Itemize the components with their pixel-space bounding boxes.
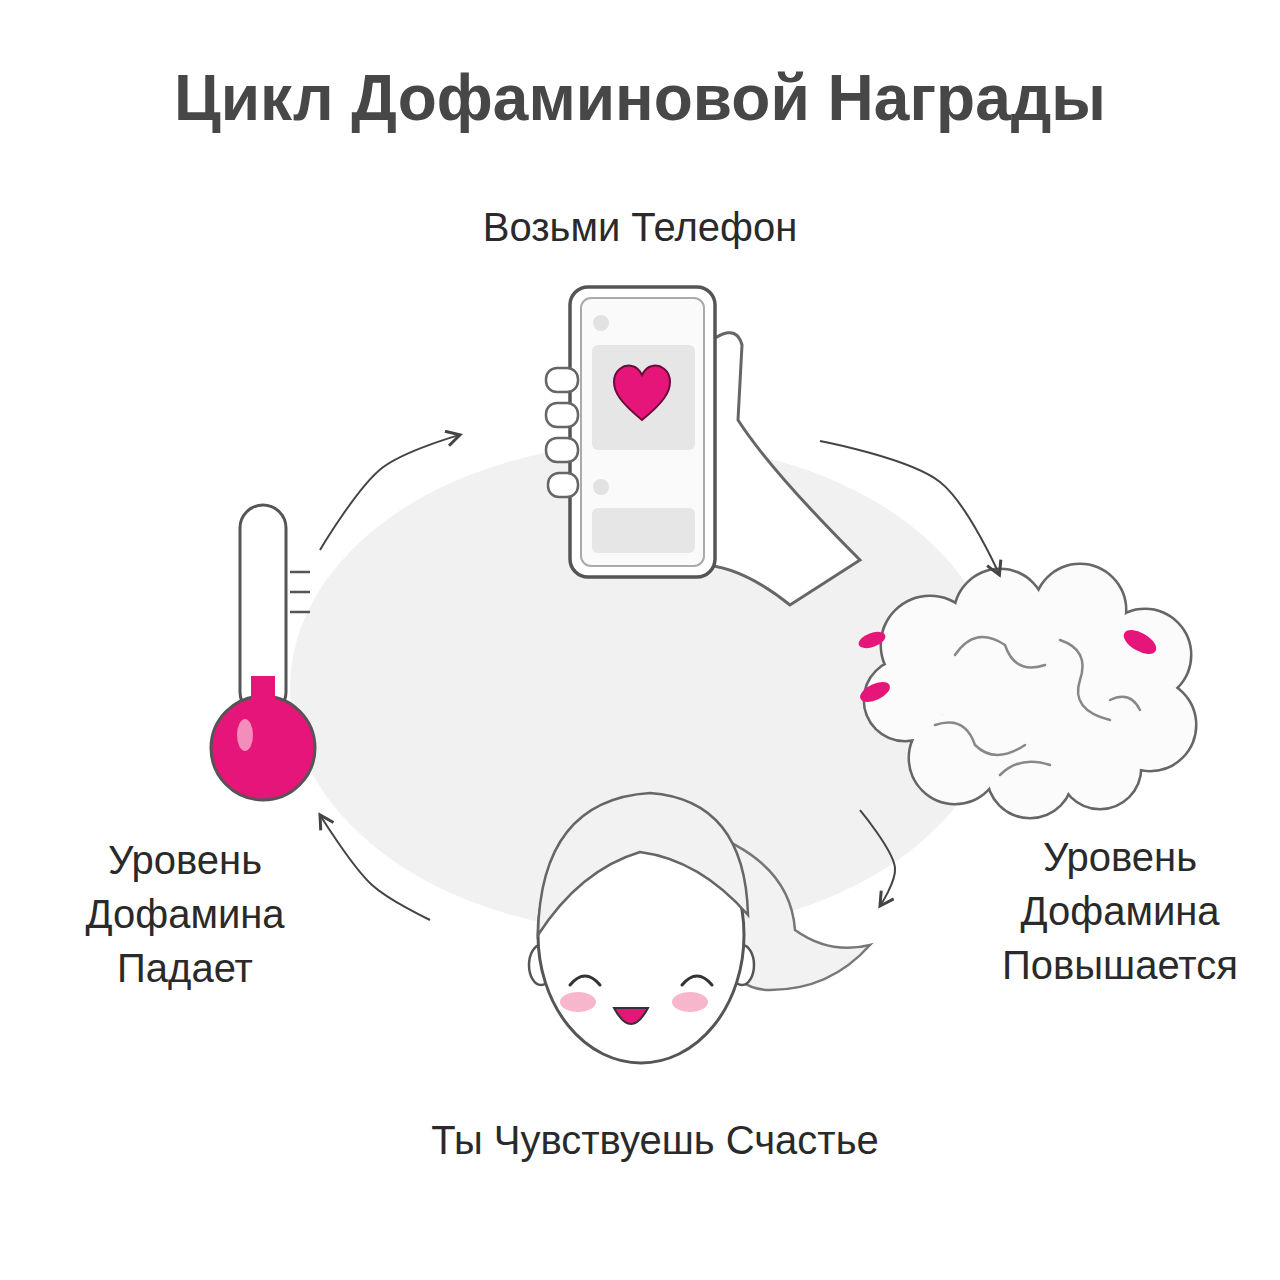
face-illustration xyxy=(529,793,870,1063)
cycle-arrow xyxy=(320,435,460,550)
eyes xyxy=(570,976,712,985)
finger xyxy=(546,368,578,392)
hair xyxy=(538,793,748,935)
screen-dot xyxy=(593,315,609,331)
bulb-highlight xyxy=(237,719,253,751)
dopamine-drop xyxy=(1120,625,1160,659)
cycle-arrow xyxy=(820,441,999,575)
cycle-arrow xyxy=(320,815,430,920)
illustrated-step: Уровень Дофамина Падает xyxy=(60,495,320,995)
screen-card xyxy=(592,508,695,553)
screen-card xyxy=(592,345,695,450)
finger xyxy=(546,438,578,462)
step-label: Возьми Телефон xyxy=(460,200,820,254)
phone-body xyxy=(570,287,715,577)
dopamine-drop xyxy=(856,629,887,652)
brain-illustration xyxy=(856,565,1195,817)
thermometer-illustration xyxy=(211,505,315,800)
brain-fill xyxy=(865,565,1195,817)
illustrated-step: Уровень Дофамина Повышается xyxy=(860,575,1270,995)
cycle-arrow xyxy=(860,810,895,906)
brain-outline xyxy=(865,565,1195,817)
illustrated-step: Ты Чувствуешь Счастье xyxy=(430,770,880,1170)
finger xyxy=(546,403,578,427)
thermometer-tube xyxy=(240,505,286,715)
phone-screen xyxy=(581,298,704,566)
finger xyxy=(548,473,578,497)
thermometer-ticks xyxy=(290,572,310,612)
phone-illustration xyxy=(546,287,860,605)
heart-icon xyxy=(614,366,670,420)
dopamine-drop xyxy=(857,678,893,706)
diagram-title: Цикл Дофаминовой Награды xyxy=(0,58,1280,138)
thermometer-liquid xyxy=(251,676,275,716)
brain-folds xyxy=(935,637,1140,775)
blush xyxy=(672,992,708,1012)
hand xyxy=(700,333,860,605)
mouth xyxy=(614,1008,648,1024)
screen-dot xyxy=(593,479,609,495)
step-label: Уровень Дофамина Повышается xyxy=(970,830,1270,992)
step-label: Уровень Дофамина Падает xyxy=(60,833,310,995)
blush xyxy=(560,992,596,1012)
illustrated-step: Возьми Телефон xyxy=(460,195,820,605)
step-label: Ты Чувствуешь Счастье xyxy=(360,1113,950,1167)
